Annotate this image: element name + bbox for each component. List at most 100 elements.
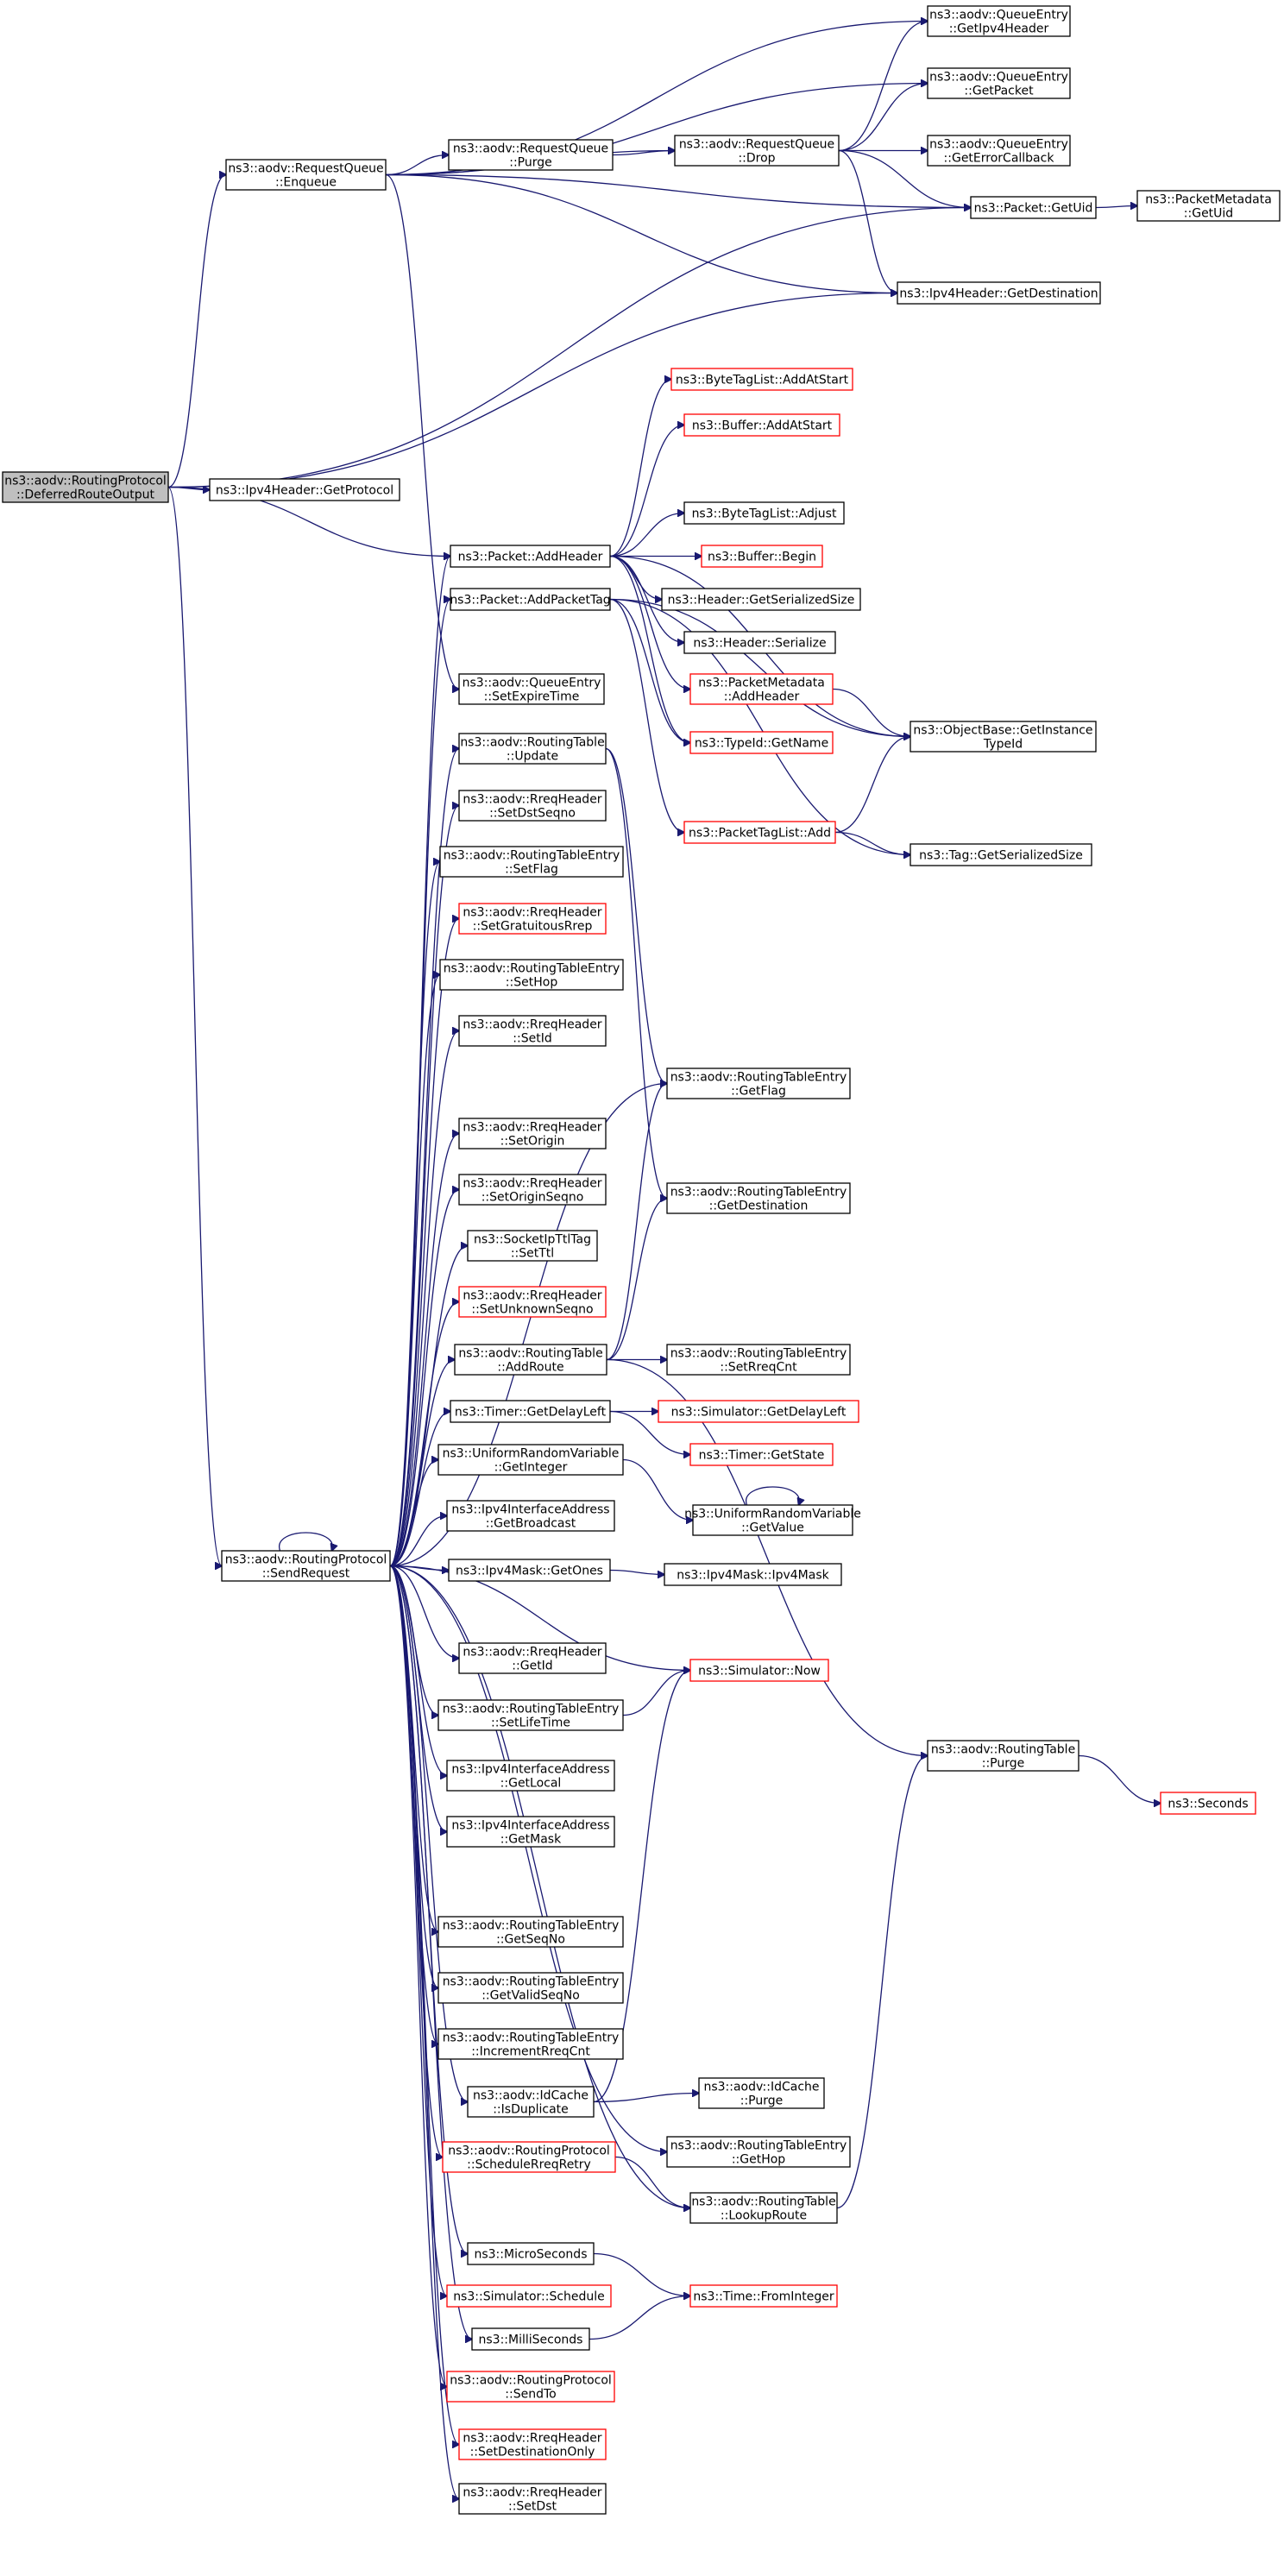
node-rh-set-id[interactable]: ns3::aodv::RreqHeader::SetId xyxy=(458,1015,607,1047)
node-box xyxy=(1160,1792,1256,1815)
node-box xyxy=(437,1972,624,2004)
node-rh-set-origin[interactable]: ns3::aodv::RreqHeader::SetOrigin xyxy=(458,1118,607,1149)
node-qe-get-packet[interactable]: ns3::aodv::QueueEntry::GetPacket xyxy=(927,67,1071,99)
node-label-line: ns3::Packet::AddPacketTag xyxy=(450,594,610,608)
node-rt-purge[interactable]: ns3::aodv::RoutingTable::Purge xyxy=(927,1740,1079,1772)
node-pm-get-uid[interactable]: ns3::PacketMetadata::GetUid xyxy=(1136,190,1281,222)
node-ipv4-h-get-protocol[interactable]: ns3::Ipv4Header::GetProtocol xyxy=(209,478,400,501)
edge xyxy=(389,1565,459,1659)
node-rte-set-rreq-cnt[interactable]: ns3::aodv::RoutingTableEntry::SetRreqCnt xyxy=(666,1344,851,1376)
node-rh-set-dst-seqno[interactable]: ns3::aodv::RreqHeader::SetDstSeqno xyxy=(458,790,607,822)
node-label-line: ::ScheduleRreqRetry xyxy=(467,2158,591,2172)
node-ipv4-h-get-destination[interactable]: ns3::Ipv4Header::GetDestination xyxy=(897,281,1101,305)
node-rh-set-dst[interactable]: ns3::aodv::RreqHeader::SetDst xyxy=(458,2483,607,2515)
node-btl-add-at-start[interactable]: ns3::ByteTagList::AddAtStart xyxy=(670,368,853,391)
node-tag-get-serialized-size[interactable]: ns3::Tag::GetSerializedSize xyxy=(910,843,1092,866)
node-sit-set-ttl[interactable]: ns3::SocketIpTtlTag::SetTtl xyxy=(467,1230,598,1262)
node-qe-get-ipv4-header[interactable]: ns3::aodv::QueueEntry::GetIpv4Header xyxy=(927,5,1071,37)
node-type-id-get-name[interactable]: ns3::TypeId::GetName xyxy=(689,731,834,754)
edge xyxy=(609,555,684,643)
node-label-line: ns3::MilliSeconds xyxy=(479,2334,583,2347)
node-packet-get-uid[interactable]: ns3::Packet::GetUid xyxy=(970,196,1097,219)
node-rh-get-id[interactable]: ns3::aodv::RreqHeader::GetId xyxy=(458,1642,607,1674)
node-rte-get-seq-no[interactable]: ns3::aodv::RoutingTableEntry::GetSeqNo xyxy=(437,1916,624,1948)
node-milli-seconds[interactable]: ns3::MilliSeconds xyxy=(471,2327,590,2351)
node-rh-set-gratuitous-rrep[interactable]: ns3::aodv::RreqHeader::SetGratuitousRrep xyxy=(458,903,607,935)
node-rte-set-life-time[interactable]: ns3::aodv::RoutingTableEntry::SetLifeTim… xyxy=(437,1699,624,1731)
node-urv-get-value[interactable]: ns3::UniformRandomVariable::GetValue xyxy=(684,1504,861,1536)
node-rh-set-origin-seqno[interactable]: ns3::aodv::RreqHeader::SetOriginSeqno xyxy=(458,1174,607,1206)
node-rte-get-valid-seq-no[interactable]: ns3::aodv::RoutingTableEntry::GetValidSe… xyxy=(437,1972,624,2004)
edge xyxy=(838,22,928,152)
node-rt-update[interactable]: ns3::aodv::RoutingTable::Update xyxy=(458,733,607,765)
node-box xyxy=(446,2371,615,2403)
node-box xyxy=(701,545,823,568)
node-mask-ipv4-mask[interactable]: ns3::Ipv4Mask::Ipv4Mask xyxy=(664,1563,842,1586)
node-h-serialize[interactable]: ns3::Header::Serialize xyxy=(683,631,836,654)
node-label-line: ns3::aodv::RoutingProtocol xyxy=(448,2145,610,2158)
node-box xyxy=(448,1559,611,1582)
node-rte-set-hop[interactable]: ns3::aodv::RoutingTableEntry::SetHop xyxy=(439,959,624,991)
node-rq-drop[interactable]: ns3::aodv::RequestQueue::Drop xyxy=(674,135,840,167)
node-packet-add-packet-tag[interactable]: ns3::Packet::AddPacketTag xyxy=(450,588,611,611)
node-rq-purge[interactable]: ns3::aodv::RequestQueue::Purge xyxy=(448,139,614,171)
node-id-cache-is-duplicate[interactable]: ns3::aodv::IdCache::IsDuplicate xyxy=(467,2086,595,2118)
node-box xyxy=(927,1740,1079,1772)
node-sim-schedule[interactable]: ns3::Simulator::Schedule xyxy=(446,2284,612,2308)
edges-layer xyxy=(167,22,1161,2499)
edge xyxy=(609,1569,664,1575)
edge xyxy=(385,173,897,293)
node-timer-get-state[interactable]: ns3::Timer::GetState xyxy=(689,1443,834,1466)
node-box xyxy=(664,1563,842,1586)
edge xyxy=(167,208,971,488)
node-rh-set-destination-only[interactable]: ns3::aodv::RreqHeader::SetDestinationOnl… xyxy=(458,2428,607,2460)
node-label-line: ns3::PacketMetadata xyxy=(698,677,825,690)
node-qe-get-error-callback[interactable]: ns3::aodv::QueueEntry::GetErrorCallback xyxy=(927,135,1071,167)
node-h-get-serialized-size[interactable]: ns3::Header::GetSerializedSize xyxy=(661,588,861,611)
node-rte-get-flag[interactable]: ns3::aodv::RoutingTableEntry::GetFlag xyxy=(666,1068,851,1099)
node-qe-set-expire-time[interactable]: ns3::aodv::QueueEntry::SetExpireTime xyxy=(458,673,605,705)
node-rt-add-route[interactable]: ns3::aodv::RoutingTable::AddRoute xyxy=(454,1344,607,1376)
node-iia-get-local[interactable]: ns3::Ipv4InterfaceAddress::GetLocal xyxy=(446,1760,615,1792)
edge xyxy=(389,1565,690,2208)
node-box xyxy=(661,588,861,611)
node-btl-adjust[interactable]: ns3::ByteTagList::Adjust xyxy=(683,501,845,525)
node-urv-get-integer[interactable]: ns3::UniformRandomVariable::GetInteger xyxy=(437,1444,624,1476)
node-label-line: ::GetHop xyxy=(732,2153,785,2167)
node-rte-increment-rreq-cnt[interactable]: ns3::aodv::RoutingTableEntry::IncrementR… xyxy=(437,2028,624,2060)
node-rp-schedule-rreq-retry[interactable]: ns3::aodv::RoutingProtocol::ScheduleRreq… xyxy=(442,2141,616,2173)
edge xyxy=(389,1565,468,2102)
node-rp-send-to[interactable]: ns3::aodv::RoutingProtocol::SendTo xyxy=(446,2371,615,2403)
node-deferred-route-output: ns3::aodv::RoutingProtocol::DeferredRout… xyxy=(2,471,169,503)
node-rh-set-unknown-seqno[interactable]: ns3::aodv::RreqHeader::SetUnknownSeqno xyxy=(458,1286,607,1318)
node-micro-seconds[interactable]: ns3::MicroSeconds xyxy=(467,2242,595,2265)
node-label-line: ::Update xyxy=(507,750,558,764)
node-iia-get-mask[interactable]: ns3::Ipv4InterfaceAddress::GetMask xyxy=(446,1816,615,1848)
edge-rq-drop-to-qe-get-packet xyxy=(838,84,928,152)
node-buf-begin[interactable]: ns3::Buffer::Begin xyxy=(701,545,823,568)
node-label-line: ::GetValue xyxy=(741,1521,804,1535)
node-packet-add-header[interactable]: ns3::Packet::AddHeader xyxy=(450,545,611,568)
edge xyxy=(838,84,928,152)
node-seconds[interactable]: ns3::Seconds xyxy=(1160,1792,1256,1815)
node-sim-now[interactable]: ns3::Simulator::Now xyxy=(689,1659,829,1682)
node-rt-lookup-route[interactable]: ns3::aodv::RoutingTable::LookupRoute xyxy=(689,2192,838,2224)
edge-send-request-to-rte-set-hop xyxy=(389,975,440,1567)
edge-rt-add-route-to-rt-purge xyxy=(606,1358,928,1756)
node-iia-get-broadcast[interactable]: ns3::Ipv4InterfaceAddress::GetBroadcast xyxy=(446,1500,615,1532)
node-pm-add-header[interactable]: ns3::PacketMetadata::AddHeader xyxy=(689,673,834,705)
node-ptl-add[interactable]: ns3::PacketTagList::Add xyxy=(683,821,836,844)
node-rte-get-hop[interactable]: ns3::aodv::RoutingTableEntry::GetHop xyxy=(666,2136,851,2168)
node-rq-enqueue[interactable]: ns3::aodv::RequestQueue::Enqueue xyxy=(225,159,387,191)
node-rte-set-flag[interactable]: ns3::aodv::RoutingTableEntry::SetFlag xyxy=(439,846,624,878)
node-rte-get-destination[interactable]: ns3::aodv::RoutingTableEntry::GetDestina… xyxy=(666,1182,851,1214)
node-timer-get-delay-left[interactable]: ns3::Timer::GetDelayLeft xyxy=(450,1400,611,1423)
node-sim-get-delay-left[interactable]: ns3::Simulator::GetDelayLeft xyxy=(658,1400,859,1423)
node-mask-get-ones[interactable]: ns3::Ipv4Mask::GetOnes xyxy=(448,1559,611,1582)
node-send-request[interactable]: ns3::aodv::RoutingProtocol::SendRequest xyxy=(221,1550,391,1582)
node-buf-add-at-start[interactable]: ns3::Buffer::AddAtStart xyxy=(683,413,840,437)
node-time-from-integer[interactable]: ns3::Time::FromInteger xyxy=(689,2284,838,2308)
node-id-cache-purge[interactable]: ns3::aodv::IdCache::Purge xyxy=(698,2077,825,2109)
